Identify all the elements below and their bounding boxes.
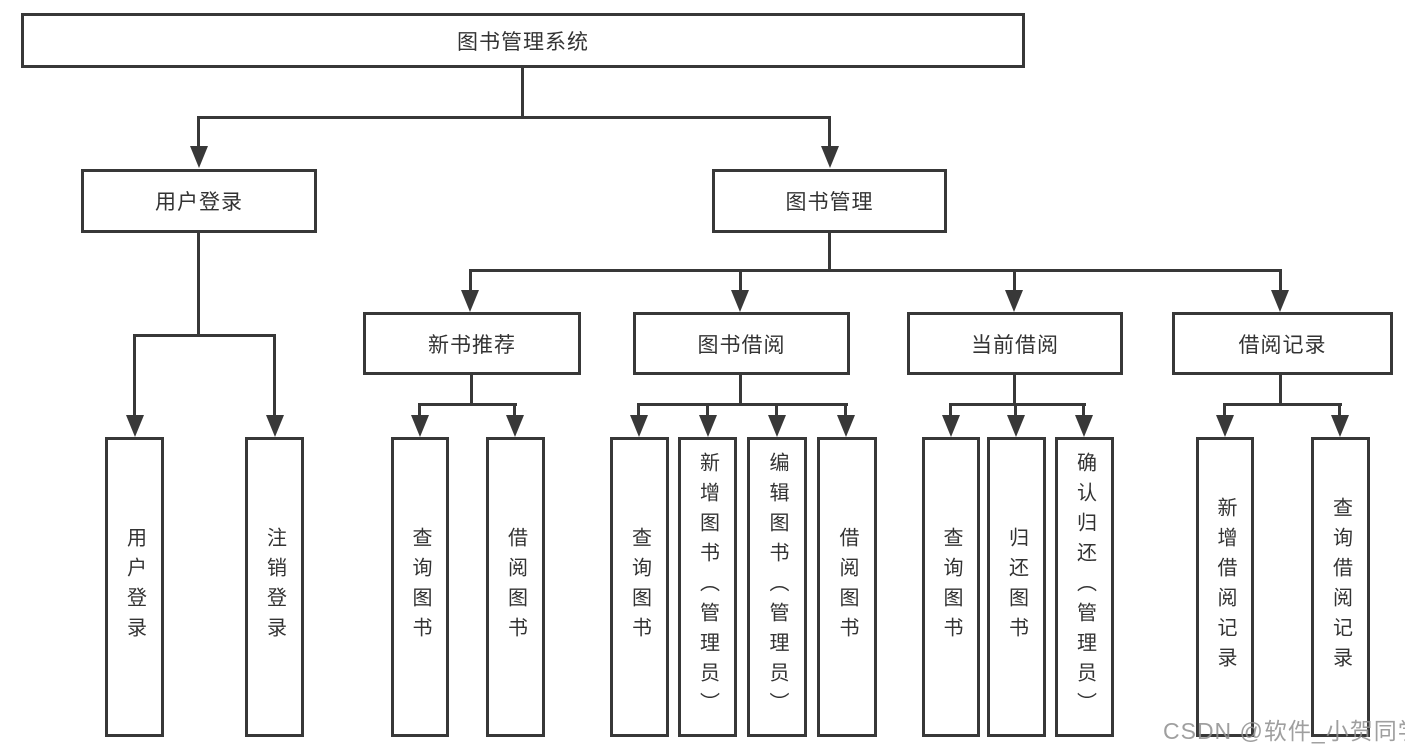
node-book-borrowing: 图书借阅 bbox=[633, 312, 850, 375]
connector-line bbox=[949, 403, 952, 416]
connector-line bbox=[828, 233, 831, 272]
leaf-logout: 注销登录 bbox=[245, 437, 304, 737]
connector-line bbox=[637, 403, 848, 406]
arrow-down-icon bbox=[821, 146, 839, 168]
connector-line bbox=[1082, 403, 1085, 416]
arrow-down-icon bbox=[837, 415, 855, 437]
node-label: 新书推荐 bbox=[428, 333, 516, 357]
arrow-down-icon bbox=[942, 415, 960, 437]
node-label: 查询图书 bbox=[940, 527, 962, 647]
arrow-down-icon bbox=[1005, 290, 1023, 312]
arrow-down-icon bbox=[506, 415, 524, 437]
connector-line bbox=[418, 403, 421, 416]
leaf-confirm-return-admin: 确认归还（管理员） bbox=[1055, 437, 1114, 737]
connector-line bbox=[1279, 269, 1282, 293]
node-label: 确认归还（管理员） bbox=[1073, 452, 1096, 722]
leaf-query-books-borrowing: 查询图书 bbox=[610, 437, 669, 737]
node-label: 注销登录 bbox=[263, 527, 286, 647]
node-label: 借阅图书 bbox=[504, 527, 527, 647]
leaf-query-borrow-record: 查询借阅记录 bbox=[1311, 437, 1370, 737]
connector-line bbox=[1013, 375, 1016, 406]
leaf-user-login: 用户登录 bbox=[105, 437, 164, 737]
node-borrow-records: 借阅记录 bbox=[1172, 312, 1393, 375]
connector-line bbox=[1279, 375, 1282, 406]
connector-line bbox=[470, 375, 473, 406]
connector-line bbox=[469, 269, 472, 293]
arrow-down-icon bbox=[630, 415, 648, 437]
node-label: 新增借阅记录 bbox=[1214, 497, 1236, 677]
node-label: 查询图书 bbox=[628, 527, 651, 647]
connector-line bbox=[828, 116, 831, 148]
connector-line bbox=[1223, 403, 1226, 416]
node-label: 新增图书（管理员） bbox=[696, 452, 719, 722]
leaf-add-borrow-record: 新增借阅记录 bbox=[1196, 437, 1254, 737]
leaf-edit-book-admin: 编辑图书（管理员） bbox=[747, 437, 807, 737]
connector-line bbox=[197, 233, 200, 337]
leaf-query-books-recommend: 查询图书 bbox=[391, 437, 449, 737]
node-label: 用户登录 bbox=[123, 527, 146, 647]
connector-line bbox=[133, 334, 136, 415]
node-user-login: 用户登录 bbox=[81, 169, 317, 233]
node-label: 图书借阅 bbox=[697, 333, 786, 357]
arrow-down-icon bbox=[411, 415, 429, 437]
node-new-book-recommend: 新书推荐 bbox=[363, 312, 581, 375]
node-current-borrowing: 当前借阅 bbox=[907, 312, 1123, 375]
node-library-system: 图书管理系统 bbox=[21, 13, 1025, 68]
node-label: 查询借阅记录 bbox=[1329, 497, 1352, 677]
arrow-down-icon bbox=[266, 415, 284, 437]
arrow-down-icon bbox=[1075, 415, 1093, 437]
node-label: 图书管理 bbox=[785, 191, 874, 214]
node-label: 图书管理系统 bbox=[457, 30, 589, 54]
arrow-down-icon bbox=[699, 415, 717, 437]
connector-line bbox=[469, 269, 1281, 272]
connector-line bbox=[513, 403, 516, 416]
connector-line bbox=[706, 403, 709, 416]
node-book-management: 图书管理 bbox=[712, 169, 947, 233]
node-label: 编辑图书（管理员） bbox=[766, 452, 788, 722]
leaf-borrow-books-borrowing: 借阅图书 bbox=[817, 437, 877, 737]
csdn-watermark: CSDN @软件_小贺同学 bbox=[1163, 718, 1405, 744]
connector-line bbox=[775, 403, 778, 416]
connector-line bbox=[197, 116, 200, 148]
node-label: 借阅记录 bbox=[1238, 333, 1327, 357]
node-label: 当前借阅 bbox=[971, 333, 1059, 357]
arrow-down-icon bbox=[461, 290, 479, 312]
arrow-down-icon bbox=[1007, 415, 1025, 437]
arrow-down-icon bbox=[1216, 415, 1234, 437]
arrow-down-icon bbox=[126, 415, 144, 437]
connector-line bbox=[1014, 403, 1017, 416]
node-label: 借阅图书 bbox=[836, 527, 858, 647]
connector-line bbox=[273, 334, 276, 415]
arrow-down-icon bbox=[190, 146, 208, 168]
connector-line bbox=[1338, 403, 1341, 416]
node-label: 查询图书 bbox=[409, 527, 431, 647]
connector-line bbox=[949, 403, 1086, 406]
node-label: 用户登录 bbox=[155, 191, 243, 214]
arrow-down-icon bbox=[768, 415, 786, 437]
connector-line bbox=[739, 269, 742, 293]
connector-line bbox=[521, 68, 524, 118]
arrow-down-icon bbox=[1331, 415, 1349, 437]
leaf-query-books-current: 查询图书 bbox=[922, 437, 980, 737]
connector-line bbox=[197, 116, 831, 119]
connector-line bbox=[844, 403, 847, 416]
connector-line bbox=[1013, 269, 1016, 293]
connector-line bbox=[133, 334, 276, 337]
connector-line bbox=[1223, 403, 1342, 406]
leaf-borrow-books-recommend: 借阅图书 bbox=[486, 437, 545, 737]
connector-line bbox=[637, 403, 640, 416]
connector-line bbox=[418, 403, 517, 406]
connector-line bbox=[739, 375, 742, 406]
leaf-add-book-admin: 新增图书（管理员） bbox=[678, 437, 737, 737]
leaf-return-book: 归还图书 bbox=[987, 437, 1046, 737]
arrow-down-icon bbox=[731, 290, 749, 312]
arrow-down-icon bbox=[1271, 290, 1289, 312]
node-label: 归还图书 bbox=[1005, 527, 1028, 647]
